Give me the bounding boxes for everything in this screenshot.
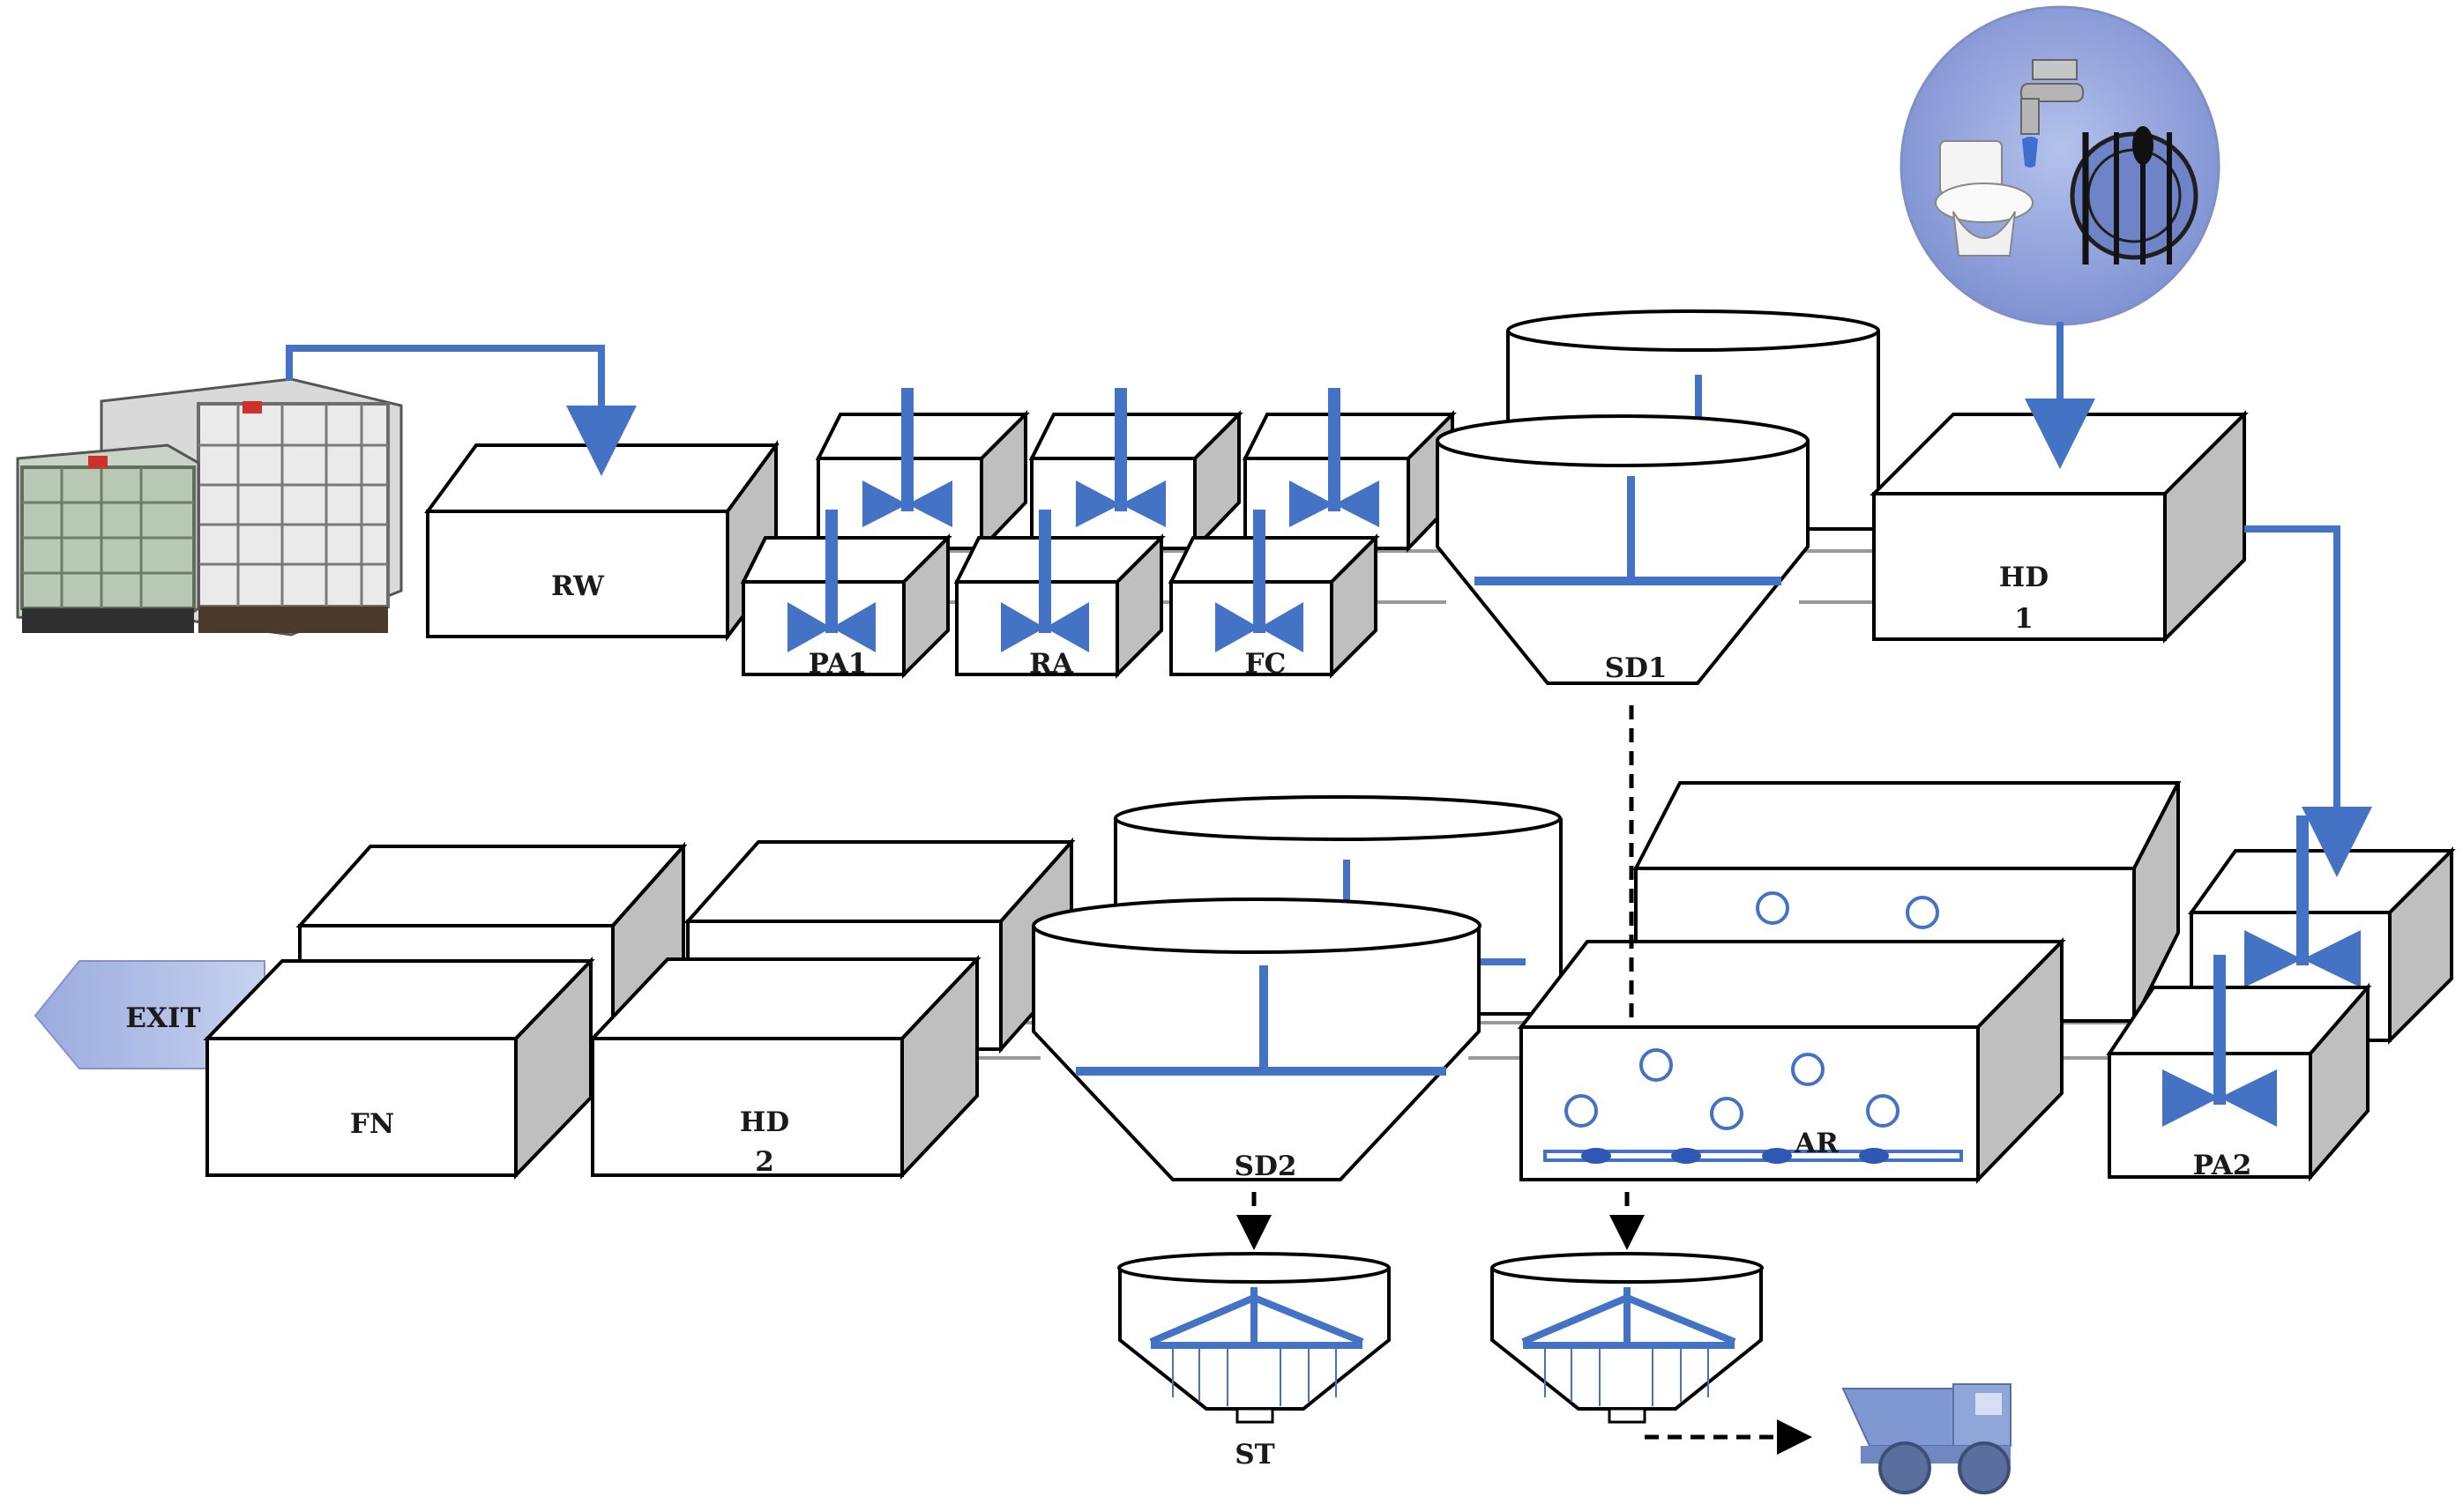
mixer-icon — [1076, 388, 1166, 527]
label-hd2-line2: 2 — [755, 1146, 774, 1178]
ibc-tanks-icon — [16, 377, 403, 637]
diffuser-bar — [1543, 1148, 1963, 1164]
unit-rw: RW — [424, 439, 780, 642]
sludge-thickener-2 — [1490, 1252, 1764, 1424]
label-rw: RW — [551, 570, 605, 602]
flow-arrow-hd1-to-pa2 — [2244, 525, 2372, 877]
unit-hd1: HD 1 — [1870, 410, 2249, 644]
unit-block-back — [1242, 388, 1457, 553]
label-exit: EXIT — [125, 1002, 200, 1034]
label-ar: AR — [1794, 1128, 1839, 1159]
label-pa2: PA2 — [2193, 1150, 2252, 1181]
mixer-icon — [2162, 955, 2277, 1127]
label-st: ST — [1235, 1439, 1274, 1471]
mixer-icon — [862, 388, 952, 527]
unit-ar: AR — [1517, 937, 2066, 1184]
sludge-lines — [1236, 705, 1812, 1455]
toilet-icon — [1935, 140, 2034, 257]
unit-hd2: HD 2 — [588, 954, 981, 1181]
dump-truck-icon — [1841, 1383, 2011, 1494]
flow-arrow-source-to-rw — [286, 345, 637, 476]
mixer-icon — [1289, 388, 1379, 527]
label-pa1: PA1 — [809, 648, 868, 680]
mixer-icon — [1001, 510, 1089, 652]
unit-block-back — [815, 388, 1030, 553]
air-bubbles — [1564, 1048, 1899, 1130]
label-sd1: SD1 — [1605, 652, 1668, 684]
unit-pa2: PA2 — [2106, 955, 2372, 1182]
unit-sd2: SD2 — [1032, 898, 1482, 1182]
unit-fc: FC — [1168, 510, 1380, 680]
wastewater-source-circle — [1899, 5, 2220, 326]
label-hd2-line1: HD — [740, 1106, 789, 1138]
unit-st: ST — [1117, 1252, 1391, 1471]
label-hd1-line1: HD — [1999, 562, 2049, 593]
flow-arrows — [286, 322, 2372, 877]
label-sd2: SD2 — [1235, 1151, 1297, 1182]
label-fc: FC — [1245, 648, 1287, 680]
label-ra: RA — [1029, 648, 1074, 680]
unit-pa1: PA1 — [740, 510, 952, 680]
unit-fn: FN — [203, 957, 595, 1180]
label-hd1-line2: 1 — [2014, 603, 2034, 635]
mixer-icon — [1215, 510, 1303, 652]
unit-sd1: SD1 — [1436, 414, 1810, 685]
label-fn: FN — [350, 1108, 394, 1140]
unit-ra: RA — [953, 510, 1166, 680]
dinner-plate-icon — [2070, 126, 2198, 264]
unit-block-back — [1028, 388, 1243, 553]
mixer-icon — [787, 510, 876, 652]
faucet-icon — [2020, 59, 2084, 168]
